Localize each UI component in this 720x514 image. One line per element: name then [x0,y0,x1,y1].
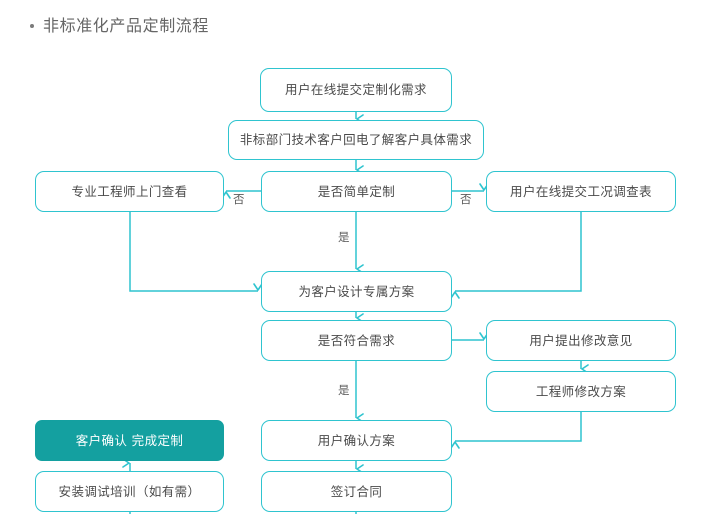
flow-node-user-feedback[interactable]: 用户提出修改意见 [486,320,676,361]
flow-node-design-solution[interactable]: 为客户设计专属方案 [261,271,452,312]
edge-engineer-to-design [129,212,263,292]
edge-label-yes-lower: 是 [338,383,350,397]
flow-node-engineer-onsite[interactable]: 专业工程师上门查看 [35,171,224,212]
flow-node-submit-survey[interactable]: 用户在线提交工况调查表 [486,171,676,212]
flow-node-sign-contract[interactable]: 签订合同 [261,471,452,512]
flow-node-is-simple-custom[interactable]: 是否简单定制 [261,171,452,212]
edge-label-yes-middle: 是 [338,230,350,244]
flow-node-engineer-revise[interactable]: 工程师修改方案 [486,371,676,412]
flow-node-submit-request[interactable]: 用户在线提交定制化需求 [260,68,452,112]
flow-node-callback-understand[interactable]: 非标部门技术客户回电了解客户具体需求 [228,120,484,160]
page-title-text: 非标准化产品定制流程 [43,16,210,35]
flow-node-user-confirm-plan[interactable]: 用户确认方案 [261,420,452,461]
edge-revise-to-confirm [450,412,582,449]
bullet-icon [30,24,34,28]
edge-label-no-right: 否 [460,192,472,206]
flow-node-install-training[interactable]: 安装调试培训（如有需） [35,471,224,512]
edge-survey-to-design [450,212,582,299]
flow-node-meets-requirement[interactable]: 是否符合需求 [261,320,452,361]
page-title: 非标准化产品定制流程 [30,16,209,36]
flow-node-customer-confirm-done[interactable]: 客户确认 完成定制 [35,420,224,461]
edge-label-no-left: 否 [233,192,245,206]
